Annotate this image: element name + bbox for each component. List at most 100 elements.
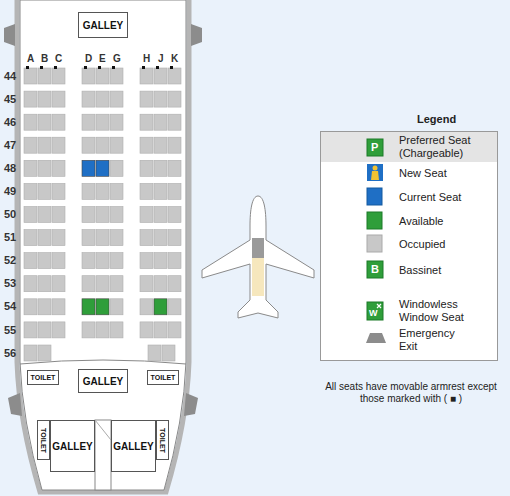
toilet-box: TOILET xyxy=(37,420,50,460)
icon-letter: B xyxy=(371,263,379,276)
fixed-armrest-mark xyxy=(26,66,29,69)
bassinet-icon xyxy=(367,261,383,278)
seat xyxy=(52,137,65,153)
row-number: 47 xyxy=(4,139,16,152)
seat xyxy=(168,253,181,269)
seat xyxy=(110,160,123,176)
seat xyxy=(38,91,51,107)
note-text: All seats have movable armrest except th… xyxy=(325,381,497,404)
column-letter: C xyxy=(55,53,62,65)
seat xyxy=(52,68,65,84)
airplane-icon xyxy=(202,196,314,318)
seat xyxy=(154,114,167,130)
seat xyxy=(110,299,123,315)
seat xyxy=(110,322,123,338)
row-number: 55 xyxy=(4,324,16,337)
seat xyxy=(154,207,167,223)
toilet-box: TOILET xyxy=(147,370,179,385)
seat xyxy=(168,160,181,176)
emergency-exit xyxy=(8,393,22,416)
seat xyxy=(24,91,37,107)
legend-swatch xyxy=(367,235,382,252)
seat xyxy=(110,68,123,84)
seat xyxy=(154,160,167,176)
seat xyxy=(168,114,181,130)
fixed-armrest-mark xyxy=(142,66,145,69)
seat xyxy=(82,299,95,315)
legend-swatch xyxy=(367,188,382,205)
seat xyxy=(96,160,109,176)
galley-cart xyxy=(95,420,111,490)
seat xyxy=(154,68,167,84)
seat xyxy=(82,276,95,292)
seat xyxy=(24,253,37,269)
windowless-seat-icon xyxy=(367,302,383,320)
area-label: GALLEY xyxy=(52,441,93,452)
column-letter: J xyxy=(158,53,164,65)
seat xyxy=(154,230,167,246)
legend-text: Preferred Seat (Chargeable) xyxy=(399,134,499,159)
legend-text: Occupied xyxy=(399,238,489,251)
seat xyxy=(110,137,123,153)
fixed-armrest-mark xyxy=(54,66,57,69)
seat xyxy=(24,68,37,84)
row-number: 46 xyxy=(4,116,16,129)
column-letter: E xyxy=(99,53,106,65)
fixed-armrest-mark xyxy=(156,66,159,69)
legend-text: Emergency Exit xyxy=(399,327,463,352)
seat xyxy=(38,276,51,292)
fixed-armrest-mark xyxy=(84,66,87,69)
seat xyxy=(24,345,37,361)
seat xyxy=(140,230,153,246)
seat xyxy=(154,183,167,199)
seat xyxy=(140,137,153,153)
seat xyxy=(110,207,123,223)
seat xyxy=(52,299,65,315)
seat xyxy=(168,183,181,199)
area-label: TOILET xyxy=(159,428,166,453)
seat xyxy=(82,253,95,269)
legend-text: Current Seat xyxy=(399,191,489,204)
seat xyxy=(82,114,95,130)
seat xyxy=(38,183,51,199)
emergency-exit xyxy=(4,24,15,46)
seat xyxy=(154,91,167,107)
seat xyxy=(82,183,95,199)
seat xyxy=(154,322,167,338)
seat xyxy=(140,276,153,292)
seat xyxy=(24,114,37,130)
seat xyxy=(24,137,37,153)
seat xyxy=(52,322,65,338)
seat xyxy=(38,299,51,315)
fixed-armrest-mark xyxy=(40,66,43,69)
seat-group xyxy=(24,66,181,361)
seat xyxy=(24,160,37,176)
legend-text: New Seat xyxy=(399,167,489,180)
seat xyxy=(96,230,109,246)
fuselage-wall xyxy=(20,0,186,490)
seat xyxy=(24,322,37,338)
seat xyxy=(140,299,153,315)
seat xyxy=(52,253,65,269)
seat xyxy=(38,137,51,153)
seat xyxy=(168,207,181,223)
toilet-box: TOILET xyxy=(27,370,59,385)
seat xyxy=(96,183,109,199)
seat xyxy=(82,322,95,338)
legend-swatch xyxy=(367,212,382,229)
legend-text: Bassinet xyxy=(399,264,489,277)
seat xyxy=(154,299,167,315)
seat xyxy=(38,207,51,223)
fixed-armrest-mark xyxy=(170,66,173,69)
icon-letter: P xyxy=(371,141,378,154)
seat xyxy=(168,137,181,153)
seat xyxy=(140,183,153,199)
fixed-armrest-mark xyxy=(112,66,115,69)
column-letter: H xyxy=(143,53,150,65)
row-number: 53 xyxy=(4,277,16,290)
toilet-box: TOILET xyxy=(156,420,169,460)
area-label: GALLEY xyxy=(113,441,154,452)
legend-box xyxy=(321,132,498,361)
seat xyxy=(52,207,65,223)
